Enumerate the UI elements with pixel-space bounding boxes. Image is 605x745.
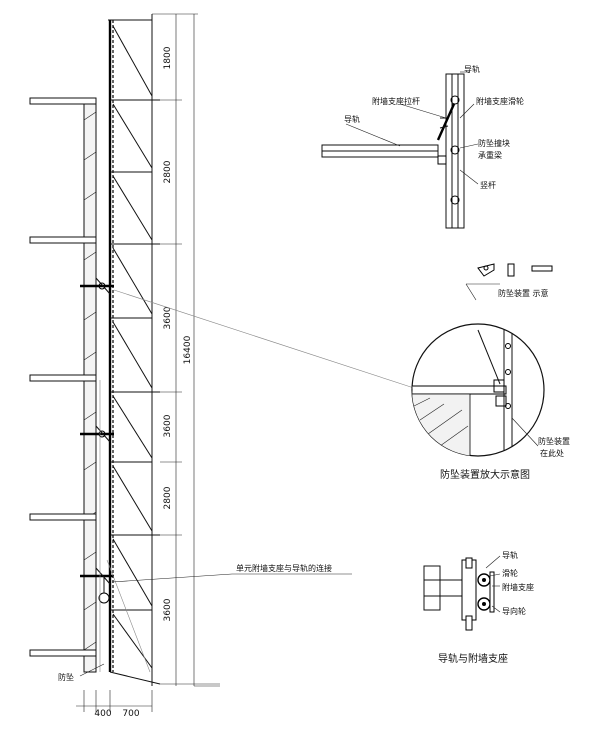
label-anti-fall-block: 防坠撞块: [478, 138, 510, 148]
building-wall: [83, 99, 97, 673]
part-bracket: [477, 263, 495, 277]
bottom-caption: 导轨与附墙支座: [438, 652, 508, 665]
detail-top: 导轨 附墙支座拉杆 附墙支座滑轮 导轨 防坠撞块 承重梁 竖杆: [321, 64, 524, 229]
label-pulley: 滑轮: [502, 568, 518, 578]
dimension-chain: [152, 13, 220, 687]
circle-caption: 防坠装置放大示意图: [440, 468, 530, 481]
label-guide-wheel: 导向轮: [502, 606, 526, 616]
dim-bottom-2: 700: [122, 709, 139, 719]
floor-slab: [29, 649, 97, 657]
dim-seg-6: 3600: [163, 598, 173, 621]
detail-bottom: 导轨 滑轮 附墙支座 导向轮 导轨与附墙支座: [423, 550, 534, 665]
floor-slab: [29, 374, 97, 382]
side-note-1: 防坠装置: [538, 436, 570, 446]
detail-leader: [113, 289, 421, 391]
guide-rail-vertical: [445, 73, 465, 229]
label-wall-support: 附墙支座: [502, 582, 534, 592]
label-rail-bottom: 导轨: [502, 550, 518, 560]
dim-seg-5: 2800: [163, 486, 173, 509]
part-bar: [531, 265, 553, 272]
callout-bottom-line: [79, 663, 105, 677]
rail-plate-left: [423, 565, 441, 611]
dim-total: 16400: [183, 335, 193, 364]
wall-support: [80, 277, 114, 295]
floor-slabs: [29, 97, 97, 657]
dim-seg-4: 3600: [163, 414, 173, 437]
label-support-pulley: 附墙支座滑轮: [476, 96, 524, 106]
tie-rod: [436, 103, 456, 141]
label-guide-rail-top: 导轨: [464, 64, 480, 74]
wall-support: [80, 567, 114, 604]
part-pin: [507, 263, 515, 277]
dim-seg-2: 2800: [163, 160, 173, 183]
dim-bottom-1: 400: [94, 709, 111, 719]
main-elevation: 1800 2800 3600 3600 2800 3600 16400 400 …: [29, 13, 352, 719]
floor-slab: [29, 513, 97, 521]
wall-supports: [80, 277, 114, 604]
detail-circle: 防坠装置 示意 防坠装置 在此处 防坠装置放大示意图: [411, 263, 570, 481]
frame-diagonals: [112, 25, 153, 669]
callout-bracket-label: 单元附墙支座与导轨的连接: [236, 563, 332, 573]
side-note-2: 在此处: [540, 448, 564, 458]
frame-ledgers: [109, 99, 161, 685]
label-guide-rail-left: 导轨: [344, 114, 360, 124]
callout-bottom-label: 防坠: [58, 672, 74, 682]
dim-seg-3: 3600: [163, 306, 173, 329]
parts-label: 防坠装置 示意: [498, 288, 549, 298]
dim-seg-1: 1800: [163, 46, 173, 69]
label-support-tie-rod: 附墙支座拉杆: [372, 96, 420, 106]
floor-slab: [29, 236, 97, 244]
label-load-beam: 承重梁: [478, 150, 502, 160]
floor-slab: [29, 97, 97, 105]
callout-line: [111, 573, 233, 583]
label-vertical-rod: 竖杆: [480, 180, 496, 190]
wall-support: [80, 425, 114, 443]
bottom-dimension: [76, 690, 153, 712]
